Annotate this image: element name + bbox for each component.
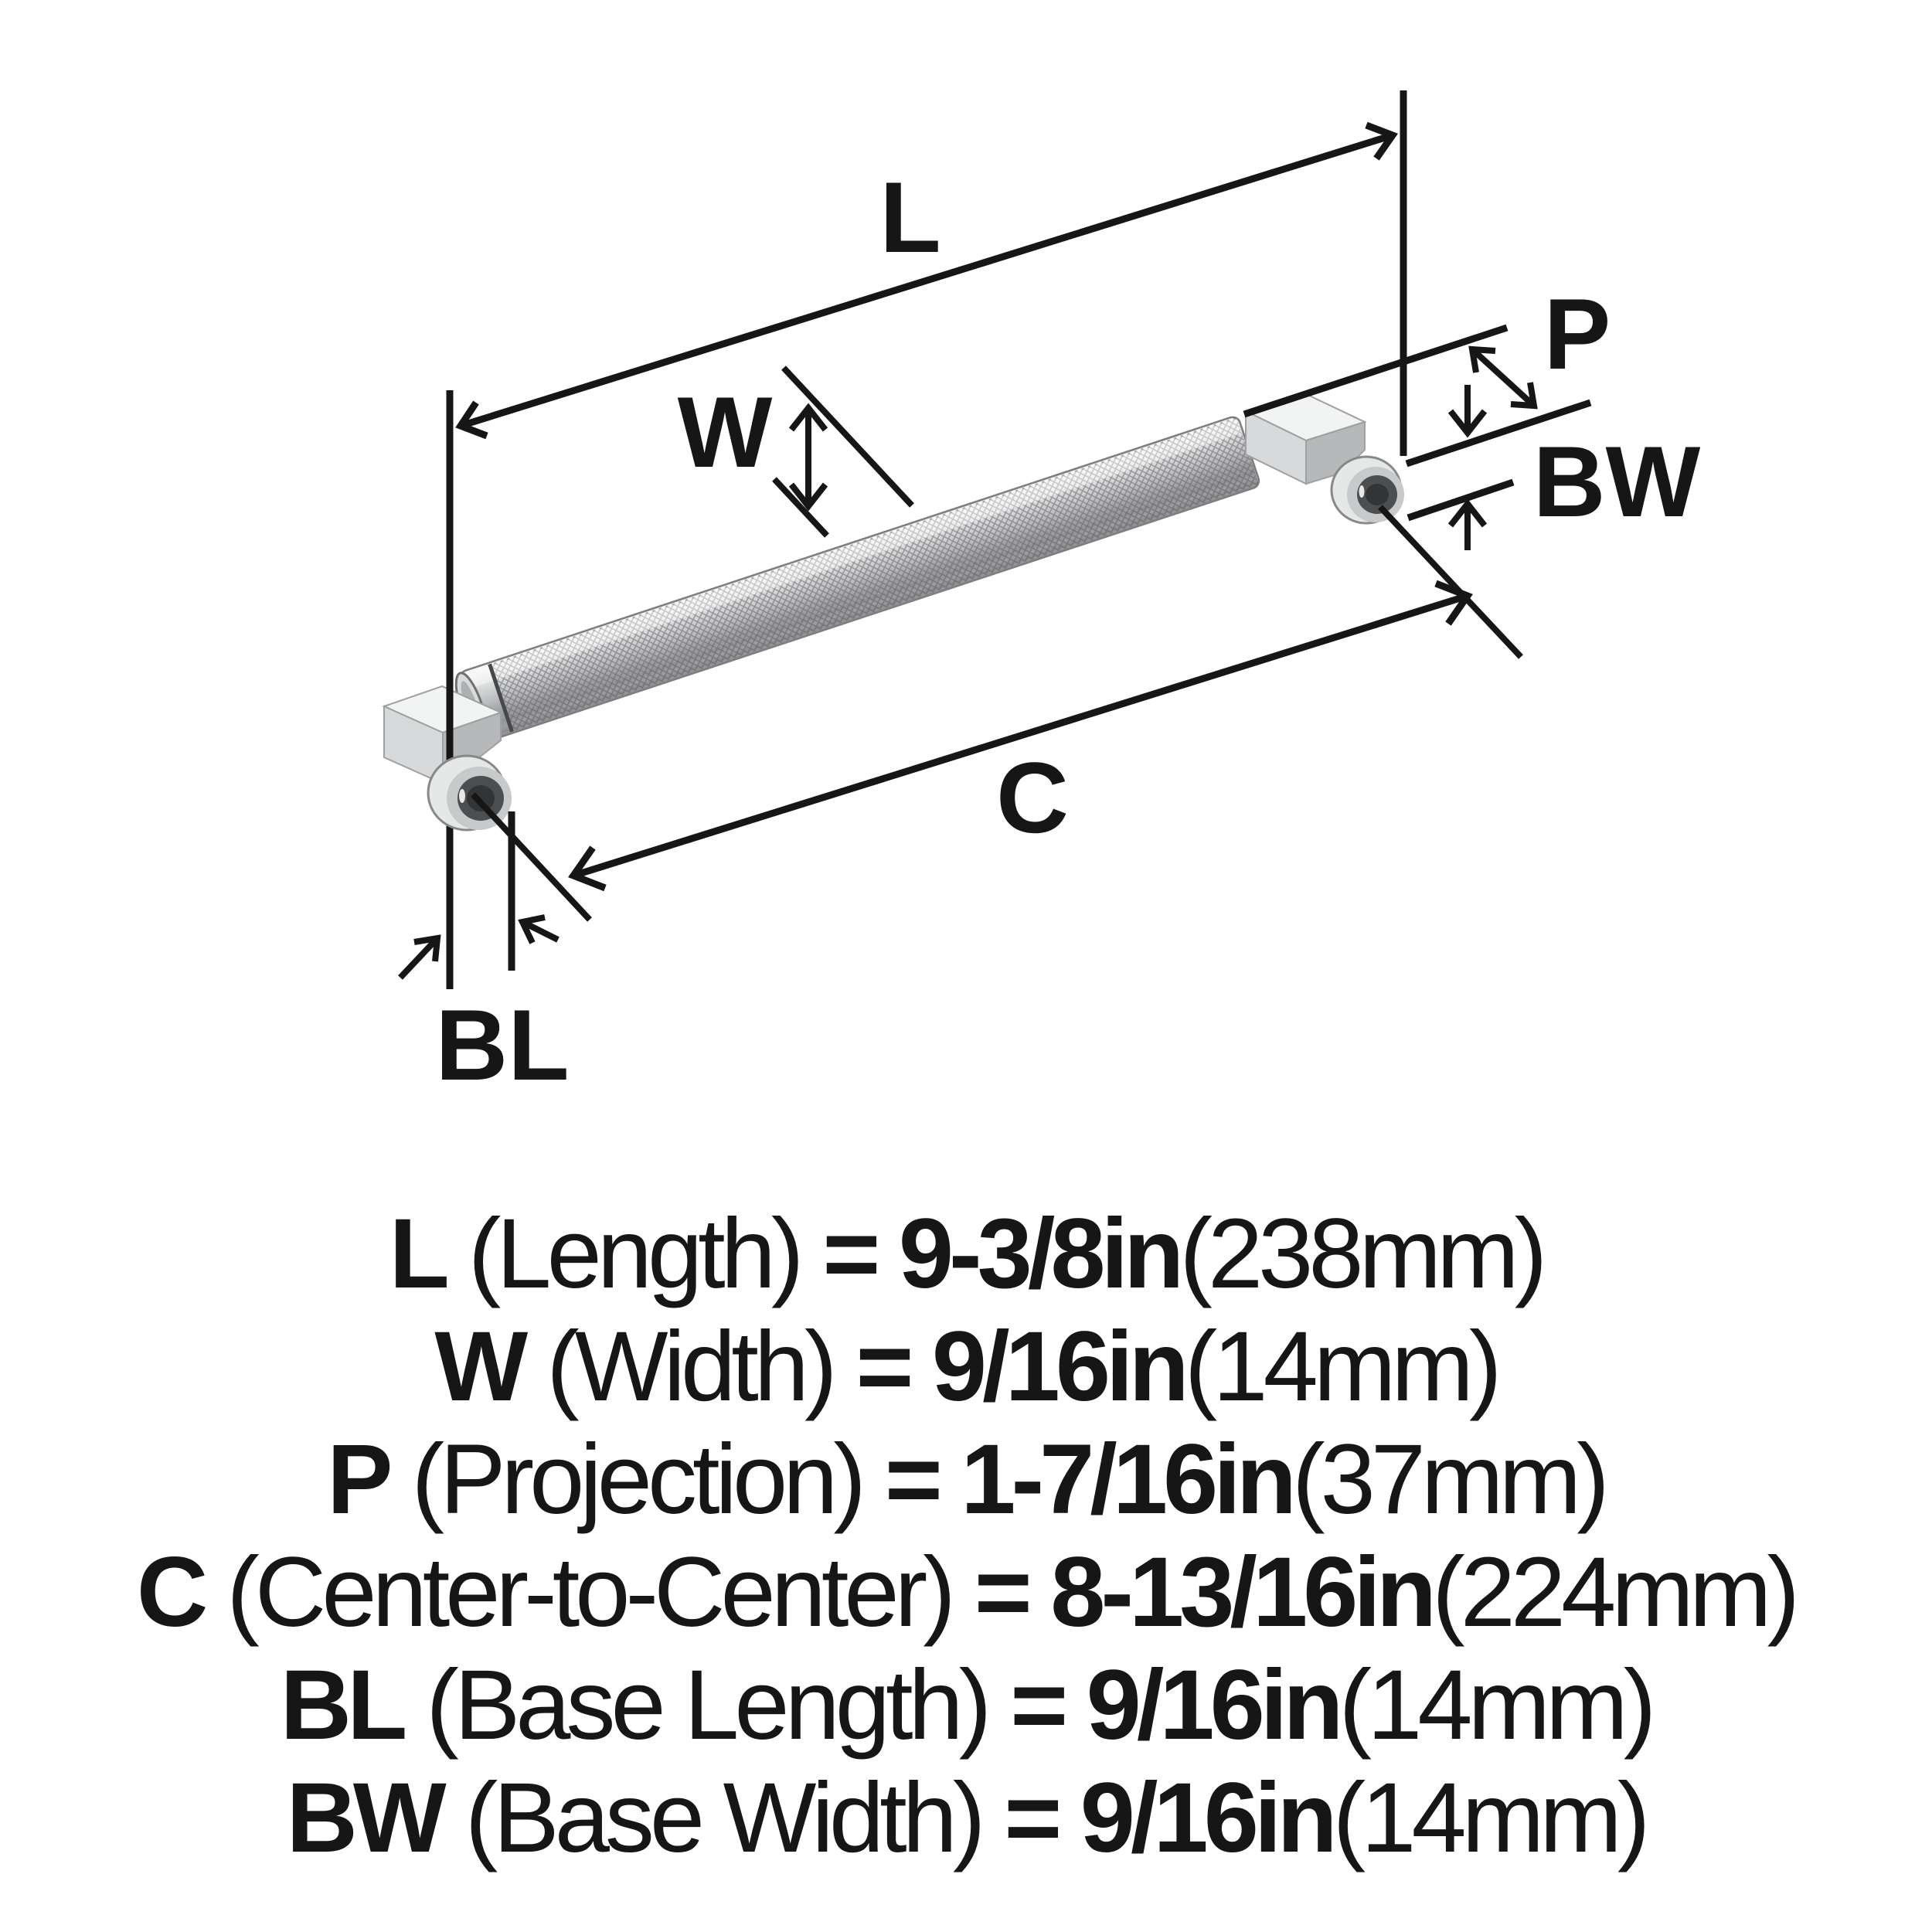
arrowhead: [1447, 409, 1488, 438]
spec-symbol: BW: [286, 1763, 446, 1873]
spec-line-projection: P(Projection)= 1-7/16in(37mm): [0, 1423, 1932, 1536]
dim-W: [772, 366, 914, 538]
arrowhead: [788, 403, 828, 432]
spec-value-metric: (238mm): [1179, 1199, 1547, 1309]
screw-hole: [1366, 484, 1389, 505]
spec-symbol: L: [389, 1199, 450, 1309]
arrowhead: [413, 934, 441, 962]
spec-line-length: L(Length)= 9-3/8in(238mm): [0, 1198, 1932, 1311]
arrowhead: [568, 845, 607, 892]
arrowhead: [518, 914, 546, 944]
dim-C: [471, 505, 1523, 922]
spec-value-imperial: = 1-7/16in: [884, 1424, 1297, 1535]
label-L: L: [879, 161, 940, 274]
label-BL: BL: [435, 988, 569, 1101]
dim-L: [455, 90, 1407, 456]
spec-name: (Length): [468, 1199, 804, 1309]
spec-symbol: C: [136, 1537, 208, 1648]
extension-line-left-screw: [471, 792, 592, 922]
arrowhead: [1468, 345, 1496, 373]
dim-BW: [1406, 385, 1515, 550]
extension-line-right-screw: [1378, 505, 1523, 659]
label-C: C: [996, 741, 1069, 854]
arrowhead: [1365, 121, 1398, 161]
spec-value-imperial: = 9-3/8in: [822, 1199, 1185, 1309]
spec-value-imperial: = 9/16in: [1004, 1763, 1337, 1873]
label-P: P: [1544, 277, 1611, 390]
spec-line-center-to-center: C(Center-to-Center)= 8-13/16in(224mm): [0, 1536, 1932, 1649]
spec-value-imperial: = 9/16in: [855, 1311, 1189, 1422]
dim-P: [1243, 324, 1592, 468]
spec-name: (Base Length): [426, 1650, 992, 1760]
arrowhead: [788, 482, 828, 512]
spec-name: (Projection): [411, 1424, 866, 1535]
spec-value-metric: (224mm): [1432, 1537, 1800, 1648]
spec-name: (Width): [546, 1311, 837, 1422]
spec-symbol: W: [434, 1311, 528, 1422]
spec-line-base-width: BW(Base Width)= 9/16in(14mm): [0, 1762, 1932, 1875]
spec-value-metric: (14mm): [1332, 1763, 1651, 1873]
dimension-spec-list: L(Length)= 9-3/8in(238mm) W(Width)= 9/16…: [0, 1198, 1932, 1875]
arrowhead: [1510, 382, 1538, 410]
spec-symbol: P: [327, 1424, 393, 1535]
spec-value-metric: (14mm): [1184, 1311, 1502, 1422]
spec-line-width: W(Width)= 9/16in(14mm): [0, 1311, 1932, 1423]
arrowhead: [455, 400, 488, 440]
spec-symbol: BL: [280, 1650, 408, 1760]
right-base-flange: [1330, 455, 1404, 525]
dim-BL: [398, 811, 560, 980]
spec-value-imperial: = 9/16in: [1010, 1650, 1343, 1760]
spec-line-base-length: BL(Base Length)= 9/16in(14mm): [0, 1649, 1932, 1762]
knurl-texture: [489, 417, 1260, 732]
label-BW: BW: [1533, 425, 1701, 538]
spec-name: (Base Width): [464, 1763, 986, 1873]
spec-value-metric: (14mm): [1338, 1650, 1657, 1760]
handle-bar: [454, 416, 1260, 743]
collar-seam: [488, 663, 514, 733]
spec-value-metric: (37mm): [1291, 1424, 1610, 1535]
label-W: W: [678, 376, 773, 488]
arrowhead: [1447, 498, 1488, 528]
spec-name: (Center-to-Center): [226, 1537, 956, 1648]
arrowhead: [1434, 580, 1473, 626]
spec-value-imperial: = 8-13/16in: [974, 1537, 1437, 1648]
